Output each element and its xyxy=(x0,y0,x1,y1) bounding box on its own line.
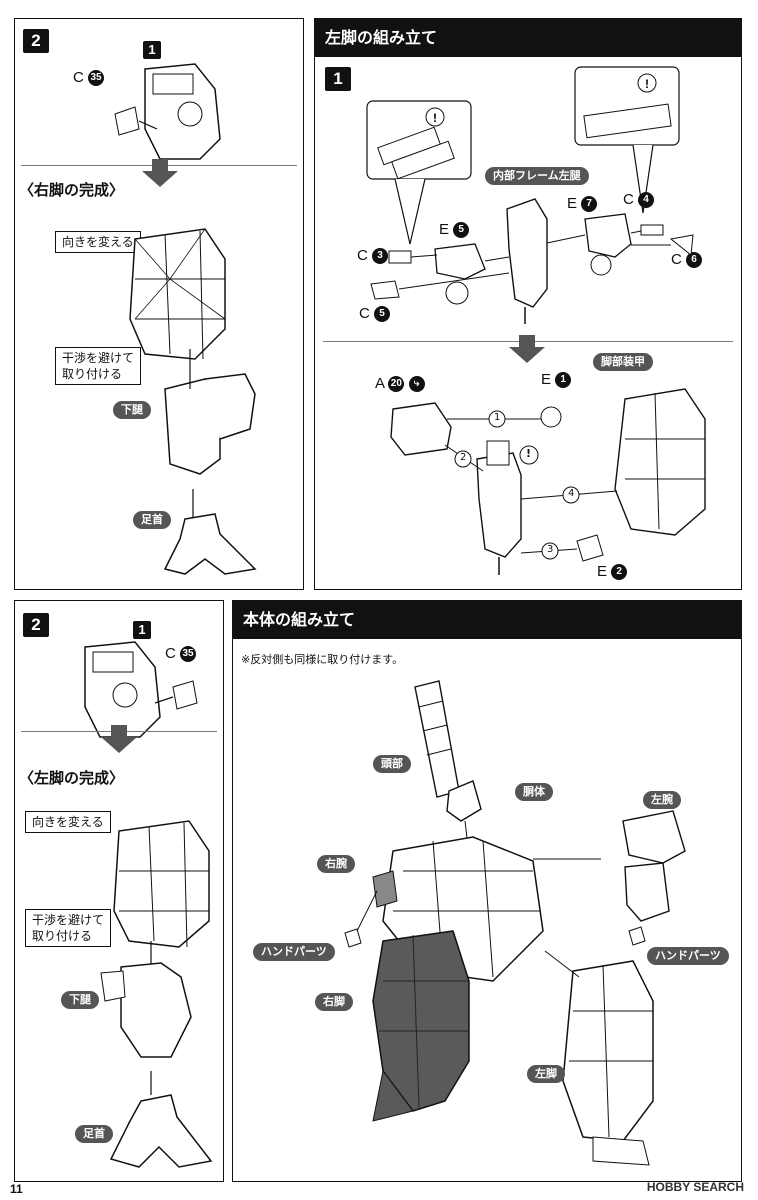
inner-frame-illustration xyxy=(370,198,694,324)
part-letter: E xyxy=(567,195,578,212)
hand-parts-label-right: ハンドパーツ xyxy=(253,943,335,961)
seq-3: 3 xyxy=(547,544,554,555)
svg-text:!: ! xyxy=(645,77,649,91)
down-arrow-stem xyxy=(111,725,127,737)
inner-frame-left-thigh-label: 内部フレーム左腿 xyxy=(485,167,589,185)
part-ref-e5: E 5 xyxy=(439,221,470,239)
left-arm-label: 左腕 xyxy=(643,791,681,809)
foot-armor-label: 脚部装甲 xyxy=(593,353,653,371)
body-assembly-panel: 本体の組み立て ※反対側も同様に取り付けます。 頭部 胴体 左腕 右腕 ハンドパ… xyxy=(232,600,742,1182)
avoid-interference-label: 干渉を避けて 取り付ける xyxy=(55,347,142,385)
caution-mark: ! xyxy=(526,447,532,460)
lower-leg-label: 下腿 xyxy=(61,991,99,1009)
step-number-badge: 2 xyxy=(23,613,49,637)
part-ref-c35: C 35 xyxy=(73,69,105,87)
part-letter: C xyxy=(623,191,634,208)
ankle-illustration xyxy=(163,489,257,575)
hand-parts-label-left: ハンドパーツ xyxy=(647,947,729,965)
lower-leg-label: 下腿 xyxy=(113,401,151,419)
down-arrow-stem xyxy=(152,159,168,171)
part-ref-e7: E 7 xyxy=(567,195,598,213)
reference-step-badge: 1 xyxy=(133,621,151,639)
lower-leg-illustration xyxy=(100,941,192,1058)
svg-text:!: ! xyxy=(433,111,437,125)
right-arm-label: 右腕 xyxy=(317,855,355,873)
step-number-badge: 1 xyxy=(325,67,351,91)
part-ref-c3: C 3 xyxy=(357,247,389,265)
seq-1: 1 xyxy=(494,412,501,423)
part-letter: A xyxy=(375,375,385,392)
avoid-interference-line-1: 干渉を避けて xyxy=(32,913,105,927)
ankle-label: 足首 xyxy=(75,1125,113,1143)
part-ref-c6: C 6 xyxy=(671,251,703,269)
part-ref-a20: A 20 ⤷ xyxy=(375,375,425,393)
avoid-interference-line-2: 取り付ける xyxy=(32,929,93,943)
left-leg-assembly-title: 左脚の組み立て xyxy=(315,19,741,57)
part-ref-c35: C 35 xyxy=(165,645,197,663)
step-number-badge: 2 xyxy=(23,29,49,53)
part-number: 7 xyxy=(581,196,598,213)
caution-callout-left: ! xyxy=(366,100,472,245)
down-arrow-icon xyxy=(509,347,545,363)
down-arrow-icon xyxy=(142,171,178,187)
part-number: 2 xyxy=(611,564,628,581)
turn-direction-label: 向きを変える xyxy=(55,231,141,253)
part-number: 35 xyxy=(180,646,197,663)
arm-part-illustration xyxy=(114,63,221,160)
part-number: 5 xyxy=(374,306,391,323)
caution-callout-right: ! xyxy=(574,66,680,214)
reference-step-badge: 1 xyxy=(143,41,161,59)
part-number: 6 xyxy=(686,252,703,269)
part-ref-c4: C 4 xyxy=(623,191,655,209)
avoid-interference-label: 干渉を避けて 取り付ける xyxy=(25,909,112,947)
left-leg-completion-panel: 2 1 C 35 〈左脚の完成〉 向きを変える 干渉を避けて 取り付ける 下腿 … xyxy=(14,600,224,1182)
part-letter: C xyxy=(73,69,84,86)
head-label: 頭部 xyxy=(373,755,411,773)
opposite-side-note: ※反対側も同様に取り付けます。 xyxy=(241,653,404,666)
part-letter: E xyxy=(439,221,450,238)
part-number: 35 xyxy=(88,70,105,87)
part-number: 1 xyxy=(555,372,572,389)
seq-2: 2 xyxy=(460,452,467,463)
seq-4: 4 xyxy=(568,488,575,499)
right-leg-completion-panel: 2 1 C 35 〈右脚の完成〉 向きを変える 干渉を避けて 取り付ける 下腿 … xyxy=(14,18,304,590)
torso-label: 胴体 xyxy=(515,783,553,801)
avoid-interference-line-1: 干渉を避けて xyxy=(62,351,135,365)
part-number: 4 xyxy=(638,192,655,209)
ankle-label: 足首 xyxy=(133,511,171,529)
part-ref-e2: E 2 xyxy=(597,563,628,581)
left-leg-assembly-illustration xyxy=(390,388,706,575)
ankle-illustration xyxy=(109,1071,213,1168)
part-letter: E xyxy=(597,563,608,580)
part-number: 3 xyxy=(372,248,389,265)
leg-armor-illustration xyxy=(113,820,210,948)
right-leg-completion-heading: 〈右脚の完成〉 xyxy=(19,181,125,199)
left-leg-assembly-panel: 左脚の組み立て 1 ! ! 内部フレーム左腿 C 3 E 5 C 5 E 7 C… xyxy=(314,18,742,590)
body-assembly-illustration xyxy=(344,680,686,1166)
avoid-interference-line-2: 取り付ける xyxy=(62,367,123,381)
part-letter: E xyxy=(541,371,552,388)
down-arrow-icon xyxy=(101,737,137,753)
left-leg-completion-heading: 〈左脚の完成〉 xyxy=(19,769,125,787)
part-letter: C xyxy=(165,645,176,662)
part-ref-e1: E 1 xyxy=(541,371,572,389)
part-number: 5 xyxy=(453,222,470,239)
lower-leg-illustration xyxy=(164,349,256,475)
part-letter: C xyxy=(671,251,682,268)
tool-glyph-icon: ⤷ xyxy=(408,376,425,393)
turn-direction-label: 向きを変える xyxy=(25,811,111,833)
part-letter: C xyxy=(359,305,370,322)
body-assembly-title: 本体の組み立て xyxy=(233,601,741,639)
page-number: 11 xyxy=(10,1182,23,1196)
right-leg-label: 右脚 xyxy=(315,993,353,1011)
watermark-text: HOBBY SEARCH xyxy=(646,1180,744,1194)
down-arrow-stem xyxy=(519,335,535,347)
part-number: 20 xyxy=(388,376,405,393)
part-letter: C xyxy=(357,247,368,264)
arm-part-illustration xyxy=(84,641,198,738)
part-ref-c5: C 5 xyxy=(359,305,391,323)
left-leg-label: 左脚 xyxy=(527,1065,565,1083)
leg-armor-illustration xyxy=(129,228,226,360)
